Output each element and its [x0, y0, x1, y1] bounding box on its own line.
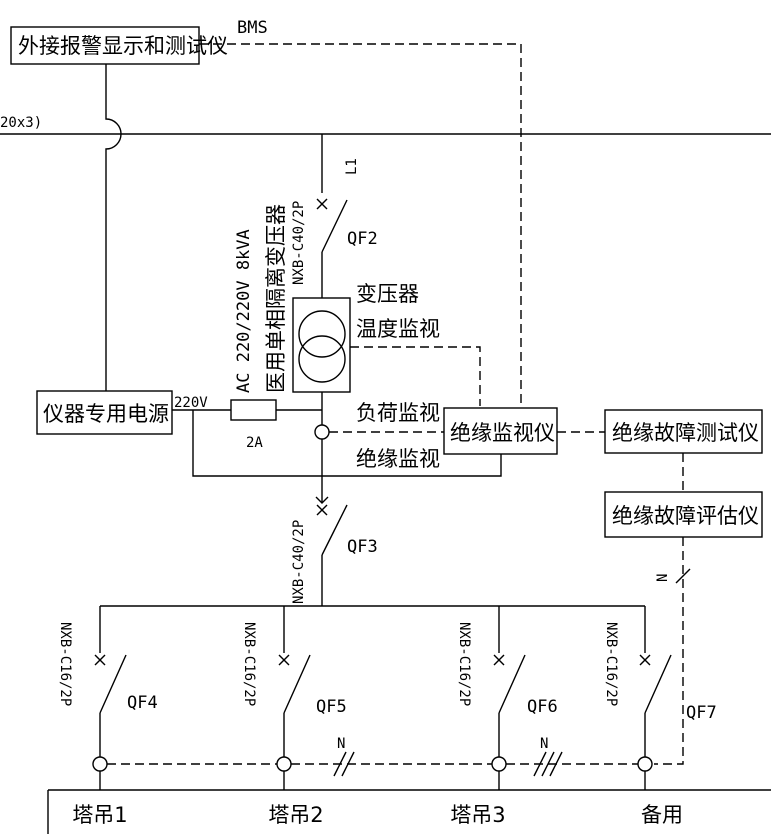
insulation-monitor-label: 绝缘监视 [356, 447, 440, 471]
qf2-breaker-label: NXB-C40/2P [291, 201, 307, 285]
evaluator-n-link [654, 537, 684, 765]
transformer-temp-label-2: 温度监视 [356, 317, 440, 341]
load-label-3: 塔吊3 [450, 803, 505, 827]
transformer-coil-bottom [298, 335, 346, 383]
qf3-label: QF3 [347, 537, 378, 557]
qf2-breaker [316, 198, 348, 298]
insulation-monitor-box-label: 绝缘监视仪 [450, 421, 555, 445]
fuse-2a [230, 399, 277, 421]
load-label-4: 备用 [641, 803, 683, 827]
evaluator-n-label: N [655, 574, 671, 582]
transformer-rating-label: AC 220/220V 8kVA [234, 229, 254, 393]
fuse-label: 2A [246, 435, 263, 451]
temp-monitor-link [350, 346, 481, 406]
branch-4 [637, 606, 672, 790]
instrument-power-label: 仪器专用电源 [43, 402, 169, 426]
neutral-label-2: N [540, 736, 548, 752]
qf3-breaker-label: NXB-C40/2P [291, 520, 307, 604]
busbar-edge-label: 20x3) [0, 115, 42, 131]
evaluator-n-tick [675, 568, 691, 584]
insulation-loop [192, 410, 502, 477]
branch-3 [491, 606, 526, 790]
load-monitor-node [314, 424, 330, 440]
neutral-ticks-1 [333, 751, 355, 777]
fault-tester-label: 绝缘故障测试仪 [612, 421, 759, 445]
qf3-arrow [315, 496, 329, 504]
branch-1-qf-label: QF4 [127, 693, 158, 713]
transformer-temp-label-1: 变压器 [356, 282, 419, 306]
load-label-1: 塔吊1 [72, 803, 127, 827]
v220-label: 220V [174, 395, 208, 411]
transformer-coil-top [298, 310, 346, 358]
alarm-feed-line [105, 64, 122, 391]
branch-1-breaker-label: NXB-C16/2P [57, 622, 73, 706]
branch-4-qf-label: QF7 [686, 703, 717, 723]
branch-4-terminal [637, 756, 653, 772]
load-monitor-label: 负荷监视 [356, 401, 440, 425]
fault-evaluator-label: 绝缘故障评估仪 [612, 504, 759, 528]
branch-2-breaker-label: NXB-C16/2P [241, 622, 257, 706]
neutral-label-1: N [337, 736, 345, 752]
l1-label: L1 [344, 158, 360, 175]
instrument-power-box [36, 390, 173, 435]
fault-evaluator-box [604, 491, 763, 538]
branch-2-qf-label: QF5 [316, 697, 347, 717]
branch-2 [276, 606, 311, 790]
bms-label: BMS [237, 18, 268, 38]
insulation-monitor-box [443, 407, 558, 455]
fault-tester-box [604, 409, 763, 454]
branch-2-terminal [276, 756, 292, 772]
qf2-label: QF2 [347, 229, 378, 249]
branch-4-breaker-label: NXB-C16/2P [603, 622, 619, 706]
alarm-display-label: 外接报警显示和测试仪 [18, 34, 228, 58]
branch-3-qf-label: QF6 [527, 697, 558, 717]
transformer-name-label: 医用单相隔离变压器 [264, 204, 288, 393]
load-label-2: 塔吊2 [268, 803, 323, 827]
qf3-breaker [316, 504, 348, 606]
branch-1-terminal [92, 756, 108, 772]
branch-3-terminal [491, 756, 507, 772]
neutral-ticks-2 [533, 751, 563, 777]
branch-3-breaker-label: NXB-C16/2P [456, 622, 472, 706]
branch-1 [92, 606, 127, 790]
alarm-display-box [10, 26, 200, 65]
